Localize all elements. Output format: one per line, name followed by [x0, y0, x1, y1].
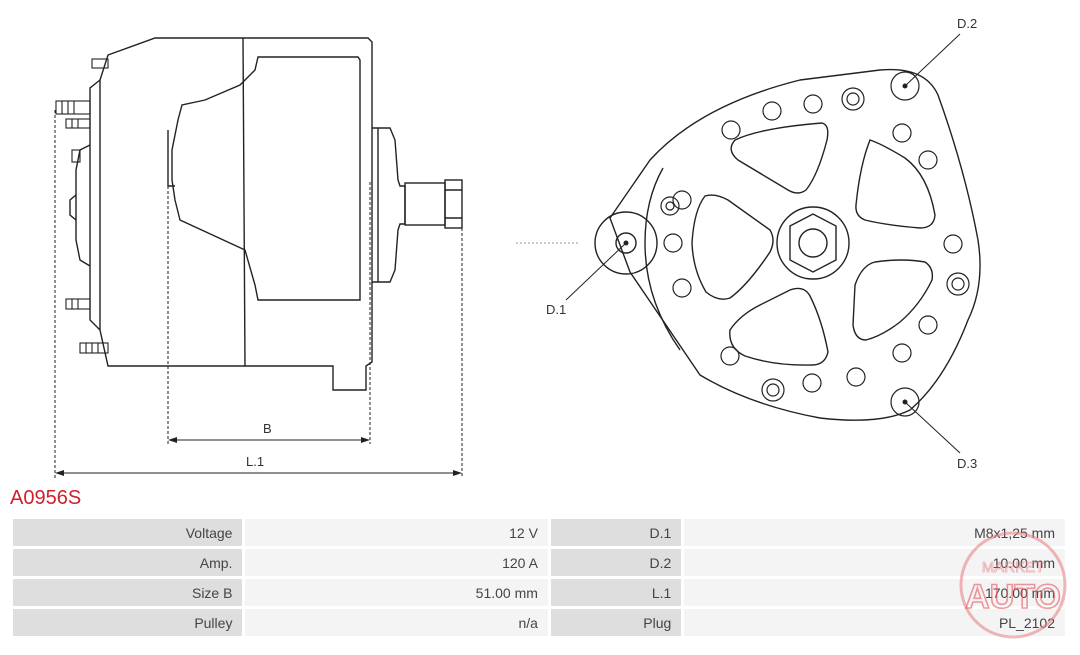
hole-d2-label: D.2: [957, 16, 977, 31]
side-view: [55, 37, 463, 391]
spec-value: n/a: [245, 609, 548, 636]
spec-value: 120 A: [245, 549, 548, 576]
spec-label: Size B: [13, 579, 243, 606]
spec-label: Plug: [550, 609, 682, 636]
spec-value: M8x1,25 mm: [684, 519, 1065, 546]
table-row: Size B 51.00 mm L.1 170.00 mm: [13, 579, 1065, 606]
spec-value: 51.00 mm: [245, 579, 548, 606]
spec-table: Voltage 12 V D.1 M8x1,25 mm Amp. 120 A D…: [10, 516, 1068, 639]
spec-label: Amp.: [13, 549, 243, 576]
table-row: Pulley n/a Plug PL_2102: [13, 609, 1065, 636]
spec-label: L.1: [550, 579, 682, 606]
spec-label: D.1: [550, 519, 682, 546]
dimension-l1-label: L.1: [246, 454, 264, 469]
dimension-lines: [54, 110, 578, 478]
spec-label: Voltage: [13, 519, 243, 546]
part-number: A0956S: [10, 487, 82, 509]
dimension-arrows: [55, 437, 462, 476]
hole-d3-label: D.3: [957, 456, 977, 471]
spec-value: 10.00 mm: [684, 549, 1065, 576]
spec-value: PL_2102: [684, 609, 1065, 636]
end-view: [565, 33, 981, 454]
table-row: Amp. 120 A D.2 10.00 mm: [13, 549, 1065, 576]
table-row: Voltage 12 V D.1 M8x1,25 mm: [13, 519, 1065, 546]
dimension-b-label: B: [263, 421, 272, 436]
spec-value: 12 V: [245, 519, 548, 546]
spec-label: Pulley: [13, 609, 243, 636]
leader-arrows: [623, 83, 908, 405]
spec-value: 170.00 mm: [684, 579, 1065, 606]
hole-d1-label: D.1: [546, 302, 566, 317]
spec-label: D.2: [550, 549, 682, 576]
alternator-technical-drawing: B L.1: [54, 16, 981, 478]
